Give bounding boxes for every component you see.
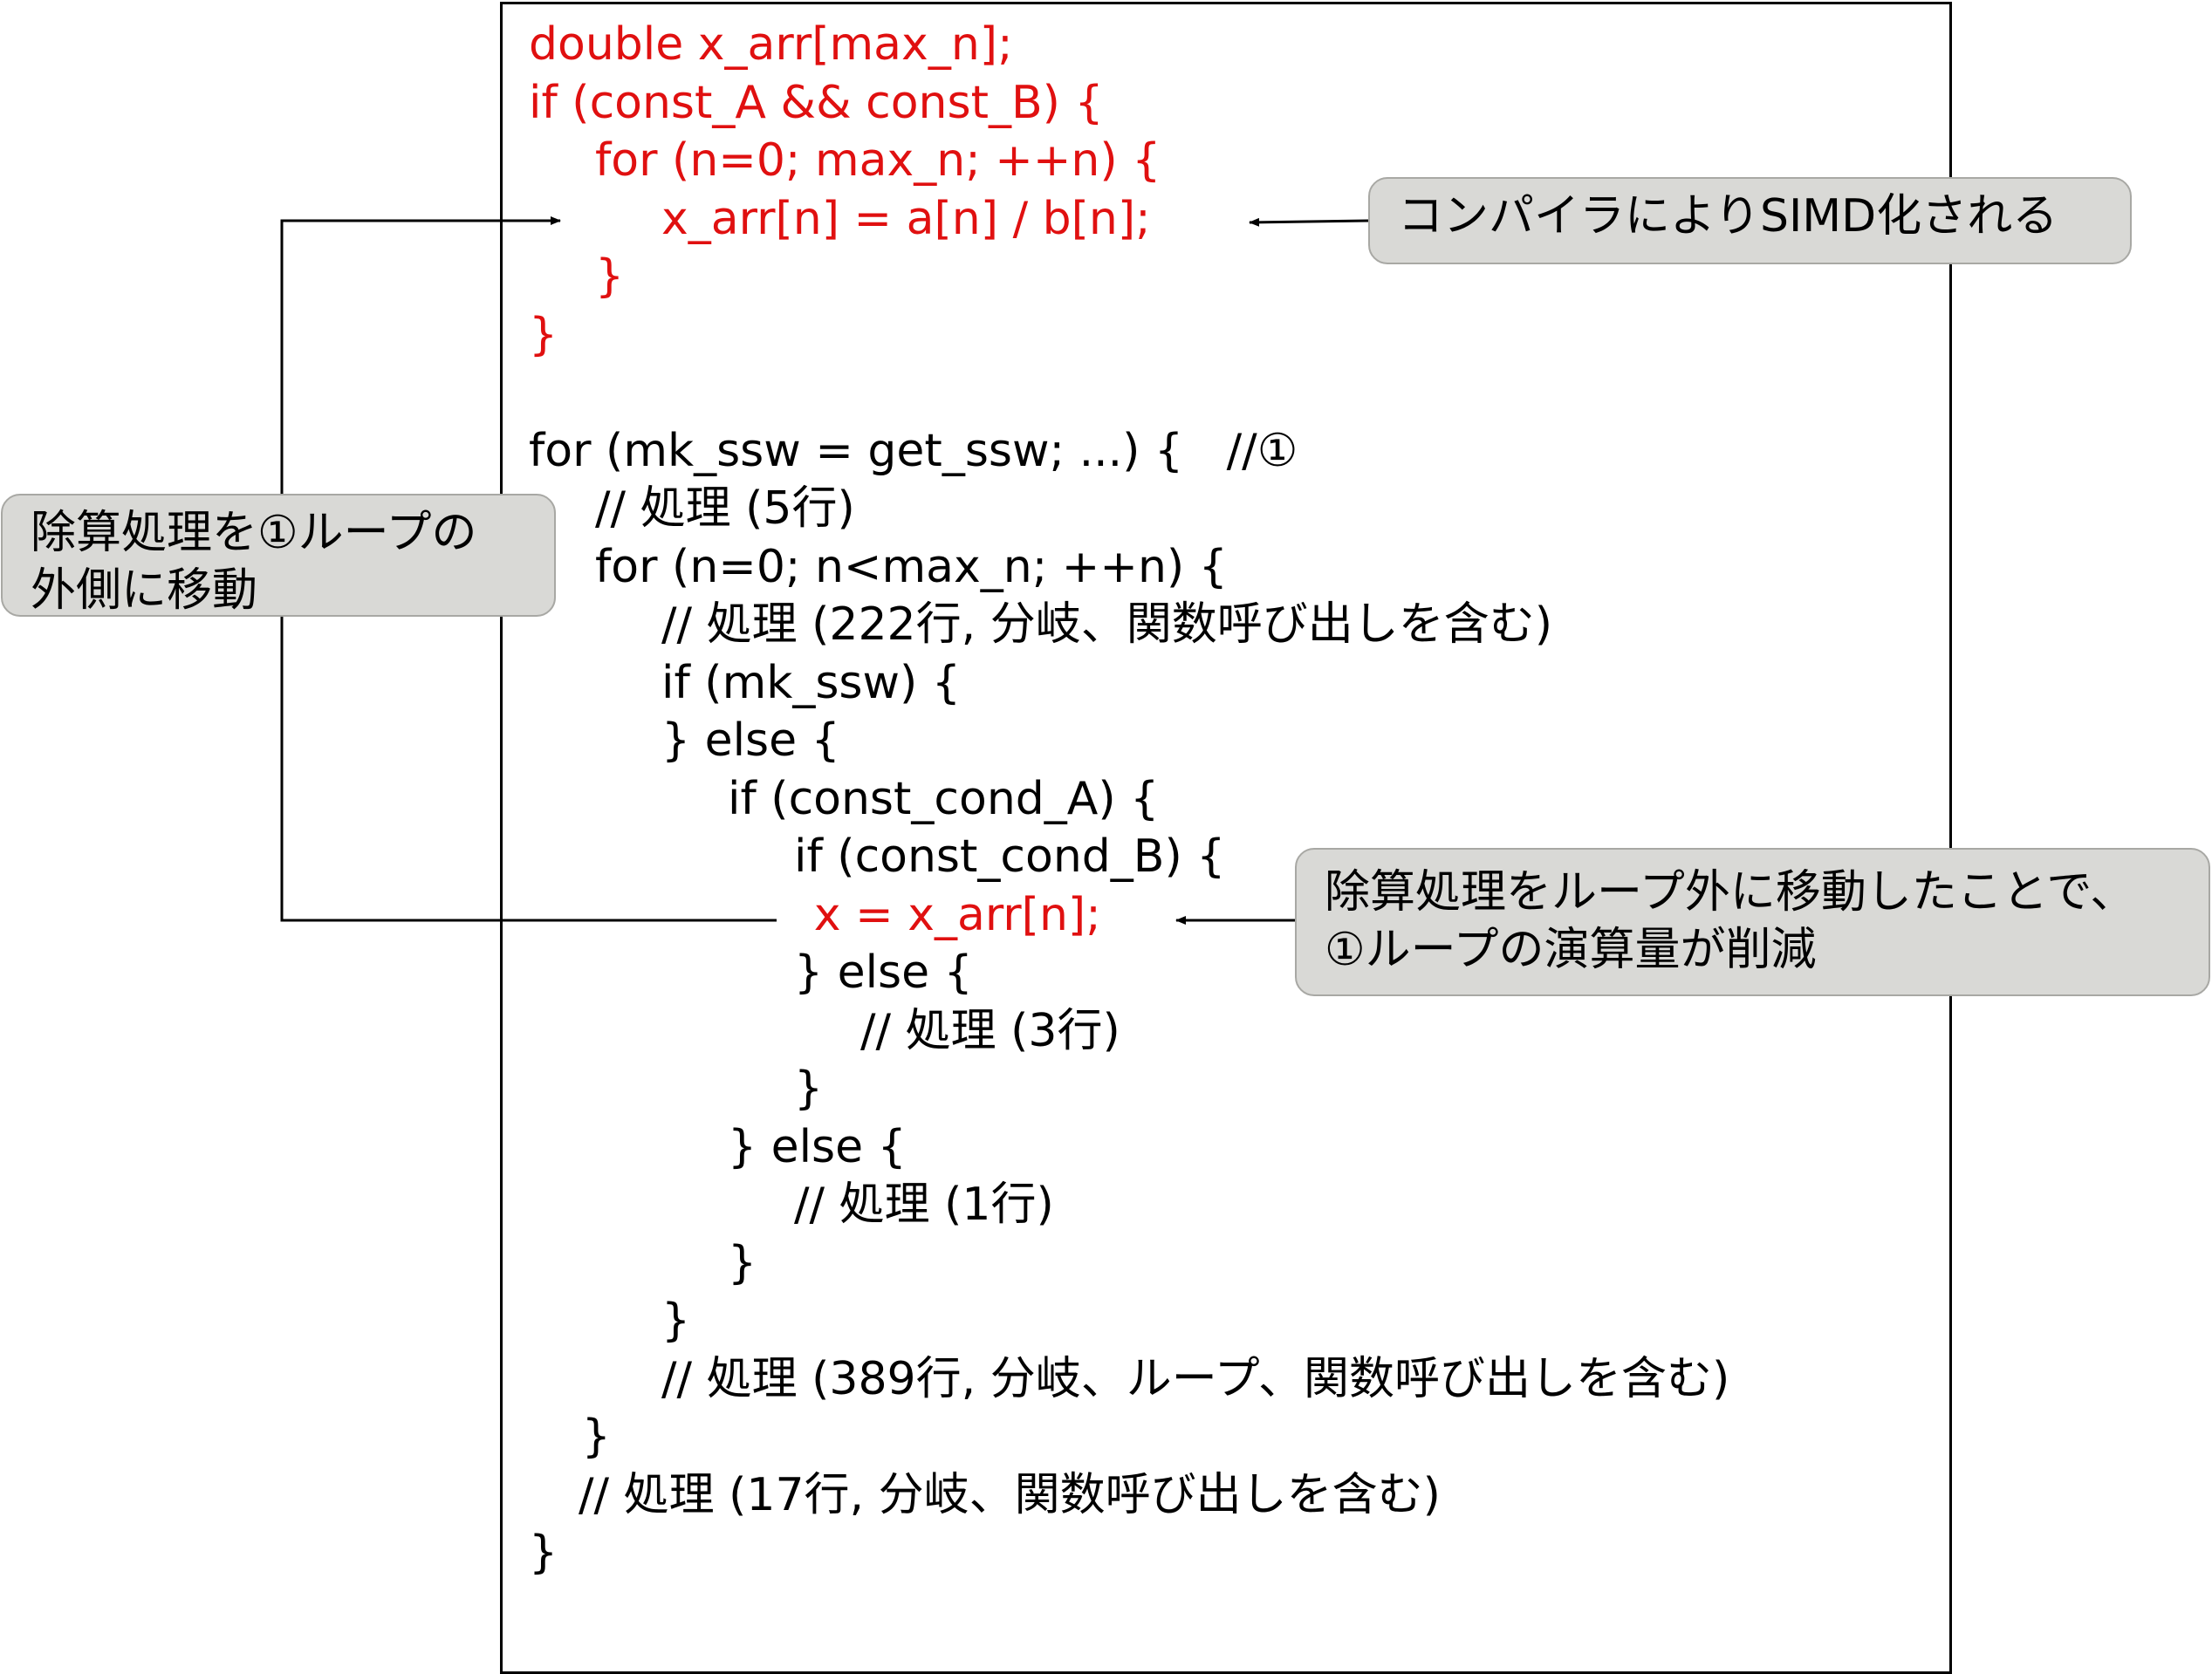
callout-line: コンパイラによりSIMD化される bbox=[1398, 190, 2058, 243]
code-line: } else { bbox=[661, 714, 840, 767]
code-line: } bbox=[581, 1411, 611, 1463]
callout-computation-reduced: 除算処理をループ外に移動したことで、 ①ループの演算量が削減 bbox=[1295, 848, 2210, 996]
code-line: x_arr[n] = a[n] / b[n]; bbox=[661, 192, 1151, 245]
callout-simd-vectorized: コンパイラによりSIMD化される bbox=[1368, 177, 2132, 264]
code-line: for (n=0; max_n; ++n) { bbox=[595, 134, 1161, 187]
code-line: if (mk_ssw) { bbox=[661, 656, 961, 709]
callout-line: 外側に移動 bbox=[31, 564, 258, 617]
callout-line: ①ループの演算量が削減 bbox=[1325, 924, 1817, 976]
code-line: } bbox=[529, 308, 558, 361]
callout-move-division: 除算処理を①ループの 外側に移動 bbox=[1, 494, 556, 617]
simd-arrow bbox=[1249, 217, 1369, 227]
code-line: // 処理 (222行, 分岐、関数呼び出しを含む) bbox=[661, 598, 1552, 651]
code-line: } bbox=[728, 1236, 757, 1289]
code-line: double x_arr[max_n]; bbox=[529, 18, 1013, 71]
code-line: // 処理 (389行, 分岐、ループ、関数呼び出しを含む) bbox=[661, 1352, 1730, 1405]
callout-line: 除算処理を①ループの bbox=[31, 507, 477, 559]
code-line: // 処理 (17行, 分岐、関数呼び出しを含む) bbox=[579, 1468, 1441, 1521]
code-line: } bbox=[529, 1527, 558, 1579]
code-line: // 処理 (1行) bbox=[794, 1179, 1054, 1231]
code-line: if (const_cond_A) { bbox=[728, 772, 1160, 825]
code-line: for (mk_ssw = get_ssw; ...) { //① bbox=[529, 424, 1298, 477]
code-line: for (n=0; n<max_n; ++n) { bbox=[595, 540, 1228, 593]
code-line: } else { bbox=[794, 946, 973, 999]
code-line: x = x_arr[n]; bbox=[813, 888, 1101, 941]
code-listing: double x_arr[max_n];if (const_A && const… bbox=[500, 2, 1952, 1674]
code-line: } bbox=[595, 250, 625, 303]
code-line: // 処理 (5行) bbox=[595, 482, 855, 535]
callout-line: 除算処理をループ外に移動したことで、 bbox=[1325, 866, 2136, 919]
code-line: if (const_A && const_B) { bbox=[529, 76, 1104, 129]
code-line: } bbox=[794, 1062, 824, 1115]
code-line: // 処理 (3行) bbox=[860, 1004, 1120, 1057]
code-line: } bbox=[661, 1295, 691, 1347]
code-line: if (const_cond_B) { bbox=[794, 830, 1226, 883]
code-line: } else { bbox=[728, 1120, 907, 1173]
